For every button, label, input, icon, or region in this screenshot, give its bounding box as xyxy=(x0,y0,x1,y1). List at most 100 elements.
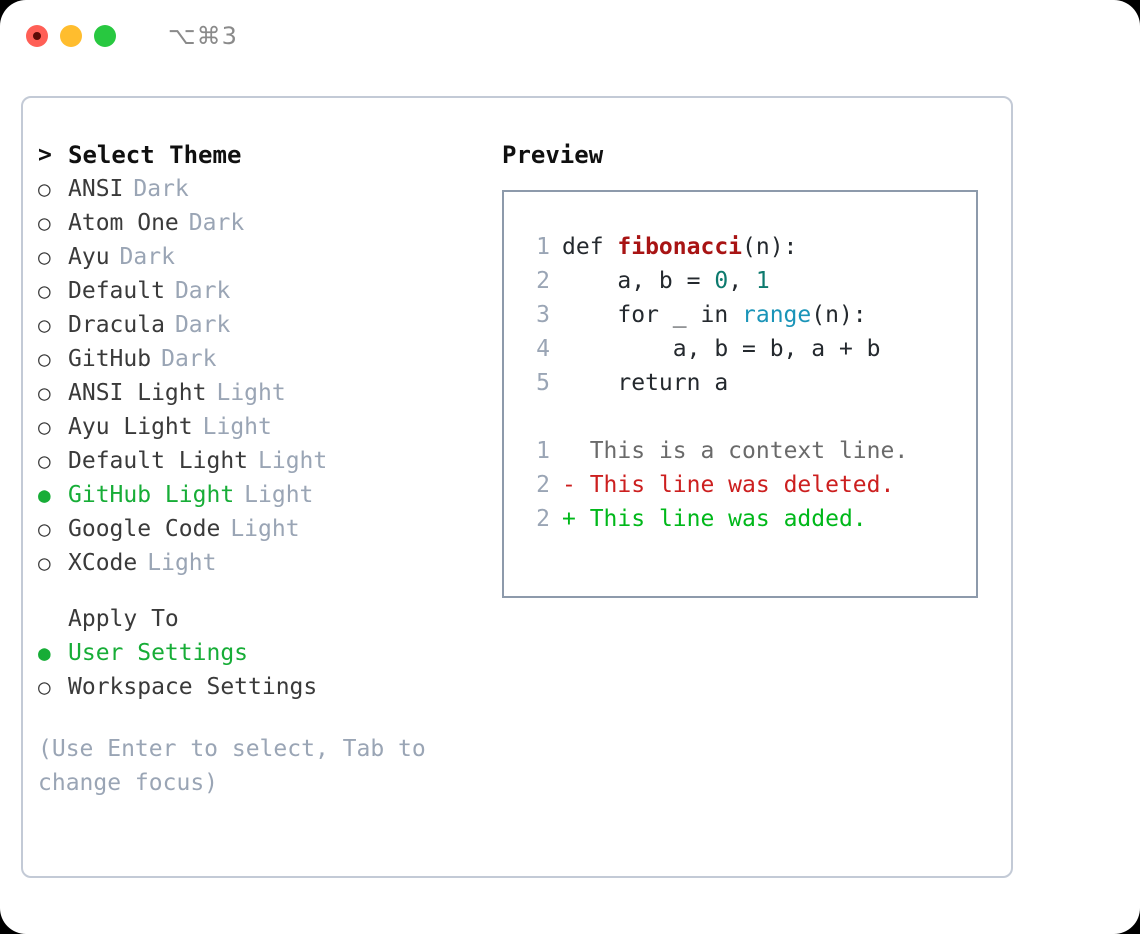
theme-item-label: Dracula xyxy=(68,312,165,338)
code-token: fibonacci xyxy=(617,234,743,260)
code-token: , xyxy=(728,268,756,294)
apply-to-heading: Apply To xyxy=(68,606,179,632)
code-token: return a xyxy=(562,370,729,396)
theme-variant-badge: Dark xyxy=(188,210,245,236)
diff-line: 2 + This line was added. xyxy=(504,502,976,536)
diff-marker: + xyxy=(562,506,590,532)
theme-variant-badge: Dark xyxy=(161,346,217,372)
theme-item-label: ANSI Light xyxy=(68,380,207,406)
theme-item-label: ANSI xyxy=(68,176,124,202)
theme-list-item[interactable]: ● GitHub Light Light xyxy=(38,478,488,512)
minimize-button[interactable] xyxy=(60,25,82,47)
theme-picker-header: > Select Theme xyxy=(38,138,488,172)
radio-unselected-icon: ○ xyxy=(38,245,51,269)
theme-variant-badge: Light xyxy=(147,550,217,576)
radio-unselected-icon: ○ xyxy=(38,313,51,337)
diff-text: This line was deleted. xyxy=(589,472,895,498)
code-token: range xyxy=(742,302,812,328)
theme-variant-badge: Light xyxy=(230,516,300,542)
diff-line: 1 This is a context line. xyxy=(504,434,976,468)
diff-line-number: 1 xyxy=(536,438,550,464)
page-title: Select Theme xyxy=(68,141,242,169)
theme-variant-badge: Light xyxy=(202,414,272,440)
keyboard-shortcut-label: ⌥⌘3 xyxy=(168,22,238,50)
apply-to-label: User Settings xyxy=(68,640,249,666)
radio-unselected-icon: ○ xyxy=(38,211,51,235)
diff-line-number: 2 xyxy=(536,472,550,498)
radio-unselected-icon: ○ xyxy=(38,517,51,541)
code-line-number: 4 xyxy=(536,336,550,362)
theme-item-label: Atom One xyxy=(68,210,179,236)
code-line: 2 a, b = 0, 1 xyxy=(504,264,976,298)
prompt-caret-icon: > xyxy=(38,142,52,168)
diff-sample: 1 This is a context line.2- This line wa… xyxy=(504,434,976,536)
theme-variant-badge: Dark xyxy=(119,244,175,270)
radio-unselected-icon: ○ xyxy=(38,675,51,699)
radio-unselected-icon: ○ xyxy=(38,381,51,405)
radio-unselected-icon: ○ xyxy=(38,279,51,303)
diff-marker: - xyxy=(562,472,590,498)
section-spacer xyxy=(38,580,488,602)
apply-to-item[interactable]: ● User Settings xyxy=(38,636,488,670)
code-token: (n): xyxy=(742,234,798,260)
theme-item-label: Google Code xyxy=(68,516,221,542)
theme-item-label: Ayu Light xyxy=(68,414,193,440)
theme-list-item[interactable]: ○ GitHub Dark xyxy=(38,342,488,376)
theme-variant-badge: Light xyxy=(216,380,286,406)
theme-list-item[interactable]: ○ Atom One Dark xyxy=(38,206,488,240)
diff-line: 2- This line was deleted. xyxy=(504,468,976,502)
apply-to-item[interactable]: ○ Workspace Settings xyxy=(38,670,488,704)
radio-selected-icon: ● xyxy=(38,641,51,665)
diff-text: This line was added. xyxy=(589,506,867,532)
code-token: 1 xyxy=(755,268,770,294)
radio-unselected-icon: ○ xyxy=(38,415,51,439)
diff-line-number: 2 xyxy=(536,506,550,532)
maximize-button[interactable] xyxy=(94,25,116,47)
code-token: for _ in xyxy=(562,302,743,328)
theme-variant-badge: Dark xyxy=(174,312,231,338)
theme-variant-badge: Light xyxy=(244,482,314,508)
code-token: 0 xyxy=(714,268,729,294)
radio-unselected-icon: ○ xyxy=(38,449,51,473)
theme-list-item[interactable]: ○ Dracula Dark xyxy=(38,308,488,342)
code-diff-gap xyxy=(504,400,976,434)
code-line-number: 3 xyxy=(536,302,550,328)
diff-text: This is a context line. xyxy=(589,438,909,464)
theme-list-item[interactable]: ○ ANSI Light Light xyxy=(38,376,488,410)
radio-selected-icon: ● xyxy=(38,483,51,507)
code-line-number: 5 xyxy=(536,370,550,396)
code-token: a, b = b, a + b xyxy=(562,336,881,362)
code-line-number: 2 xyxy=(536,268,550,294)
code-line-number: 1 xyxy=(536,234,550,260)
theme-variant-badge: Dark xyxy=(133,176,189,202)
title-bar: ⌥⌘3 xyxy=(0,0,1140,76)
theme-item-label: GitHub xyxy=(68,346,152,372)
keyboard-hint-text: (Use Enter to select, Tab to change focu… xyxy=(38,736,440,796)
theme-list-item[interactable]: ○ Google Code Light xyxy=(38,512,488,546)
theme-item-label: GitHub Light xyxy=(68,482,235,508)
radio-unselected-icon: ○ xyxy=(38,347,51,371)
apply-to-list: ● User Settings ○ Workspace Settings xyxy=(38,636,488,704)
code-token: a, b = xyxy=(562,268,715,294)
theme-variant-badge: Dark xyxy=(174,278,231,304)
close-button[interactable] xyxy=(26,25,48,47)
diff-marker xyxy=(562,434,590,468)
window-controls xyxy=(26,25,116,47)
preview-title: Preview xyxy=(502,141,604,169)
radio-unselected-icon: ○ xyxy=(38,551,51,575)
apply-to-label: Workspace Settings xyxy=(68,674,318,700)
theme-list-item[interactable]: ○ Ayu Light Light xyxy=(38,410,488,444)
code-line: 5 return a xyxy=(504,366,976,400)
